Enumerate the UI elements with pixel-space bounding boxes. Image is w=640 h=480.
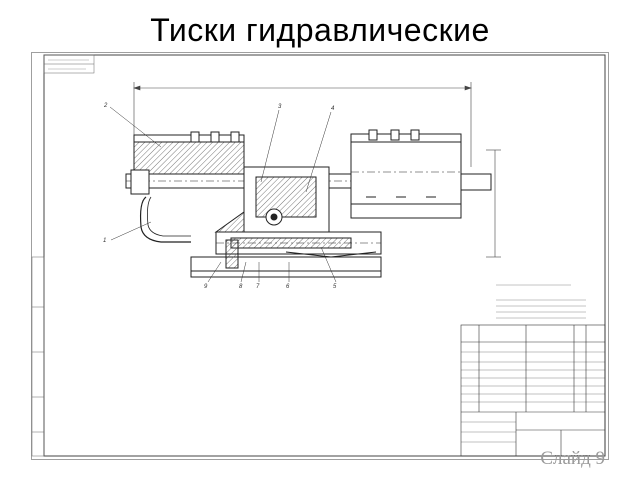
- specification-table: [460, 324, 606, 457]
- vise-assembly: [125, 129, 492, 278]
- engineering-drawing: 2 3 4 1 9 8 7 6 5: [31, 52, 609, 460]
- item-numbers: 2 3 4 1 9 8 7 6 5: [103, 103, 337, 290]
- svg-text:3: 3: [278, 104, 282, 110]
- margin-stamps: [31, 256, 45, 457]
- svg-text:4: 4: [331, 106, 335, 112]
- technical-notes: [496, 284, 586, 319]
- dimension-overall: [133, 82, 472, 167]
- svg-text:1: 1: [103, 238, 106, 244]
- sheet-frame: [43, 54, 606, 457]
- item-leaders: [109, 106, 337, 283]
- svg-text:6: 6: [286, 284, 290, 290]
- reference-box: [43, 54, 95, 74]
- svg-text:8: 8: [239, 284, 243, 290]
- svg-text:5: 5: [333, 284, 337, 290]
- handle: [139, 196, 191, 243]
- svg-text:9: 9: [204, 284, 208, 290]
- slide-number: Слайд 9: [540, 448, 605, 469]
- left-jaw: [133, 141, 245, 175]
- svg-text:7: 7: [256, 284, 260, 290]
- slide-title: Тиски гидравлические: [150, 12, 490, 48]
- svg-text:2: 2: [103, 103, 108, 109]
- dimension-height: [486, 149, 501, 258]
